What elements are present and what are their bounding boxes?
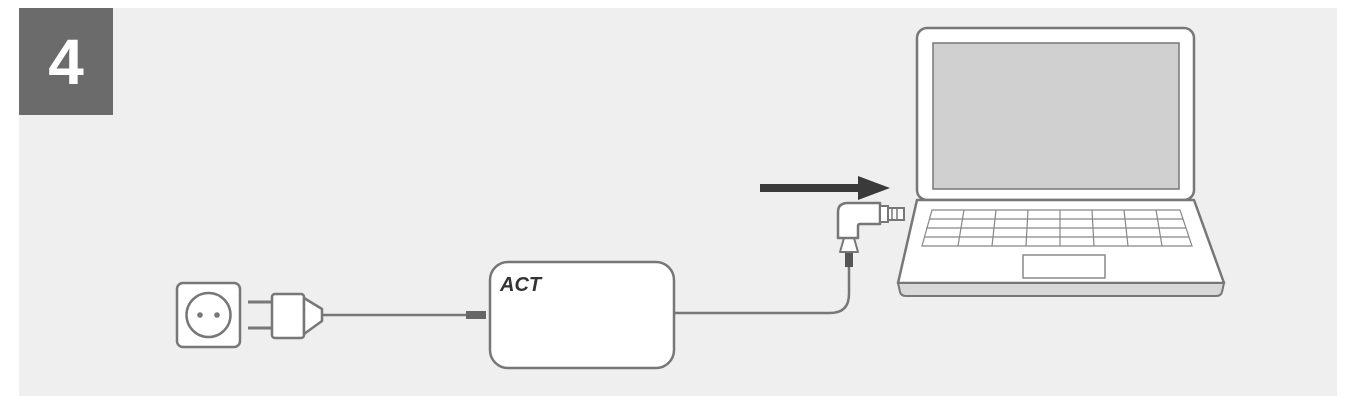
adapter-input-connector (466, 311, 486, 319)
arrow-right-icon (760, 176, 890, 200)
step-number-badge: 4 (19, 8, 113, 115)
dc-plug-icon (836, 201, 905, 267)
wall-socket-icon (175, 281, 242, 349)
laptop-icon (896, 26, 1226, 297)
power-adapter: ACT (488, 260, 676, 370)
dc-cable (674, 266, 851, 315)
laptop-screen (932, 42, 1180, 190)
laptop-touchpad (1022, 254, 1106, 279)
laptop-keyboard (921, 209, 1193, 247)
adapter-brand-logo: ACT (499, 274, 543, 296)
step-number: 4 (48, 25, 84, 98)
wall-plug-icon (248, 292, 324, 340)
